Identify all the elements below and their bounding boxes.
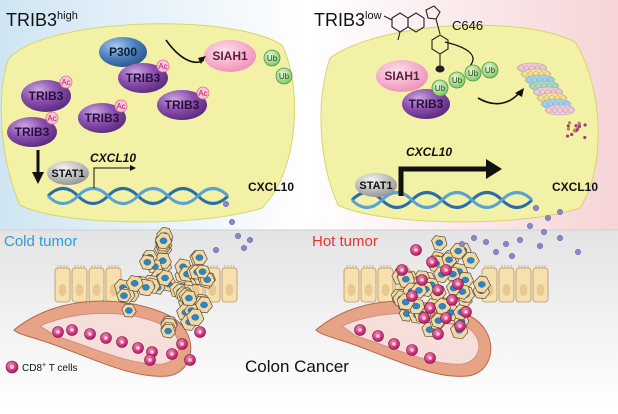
strong-transcription-arrowhead	[486, 159, 502, 179]
weak-transcription-arrowhead	[130, 165, 136, 171]
ubiquitin: Ub	[263, 49, 281, 67]
hot-tumor-label: Hot tumor	[312, 233, 378, 250]
svg-text:Ub: Ub	[468, 69, 479, 78]
svg-text:Ac: Ac	[61, 78, 70, 87]
svg-text:Ac: Ac	[158, 62, 167, 71]
ubiquitin: Ub	[431, 79, 449, 97]
dna-helix	[46, 187, 230, 205]
svg-text:STAT1: STAT1	[51, 168, 84, 180]
siah1-protein: SIAH1	[376, 60, 428, 92]
svg-text:TRIB3: TRIB3	[85, 111, 120, 125]
svg-text:Ub: Ub	[485, 66, 496, 75]
acetyl-tag: Ac	[196, 86, 210, 100]
svg-text:Ub: Ub	[452, 76, 463, 85]
trib3-protein: TRIB3	[21, 80, 71, 112]
dna-helix	[350, 191, 534, 209]
ubiquitin: Ub	[481, 61, 499, 79]
cd8-t-cells	[52, 244, 472, 366]
svg-text:P300: P300	[109, 45, 137, 59]
protein-fragments-icon	[565, 121, 587, 140]
p300-protein: P300	[99, 37, 147, 67]
legend-label: CD8+ T cells	[22, 362, 77, 374]
tumor-mass-cold	[114, 227, 216, 339]
left-title: TRIB3high	[6, 10, 78, 30]
svg-text:SIAH1: SIAH1	[384, 69, 420, 83]
acetyl-tag: Ac	[45, 111, 59, 125]
svg-text:TRIB3: TRIB3	[165, 98, 200, 112]
trib3-protein: TRIB3	[402, 89, 450, 119]
weak-transcription-arrow	[93, 167, 132, 188]
cxcl10-gene-label: CXCL10	[406, 145, 452, 159]
stat1-protein: STAT1	[47, 161, 89, 185]
trib3-protein: TRIB3	[157, 90, 207, 120]
epithelium-left	[54, 265, 238, 303]
svg-text:Ub: Ub	[279, 72, 290, 81]
svg-text:STAT1: STAT1	[359, 180, 392, 192]
ubiquitin: Ub	[464, 64, 482, 82]
proteasome-icon	[516, 62, 576, 116]
svg-text:Ub: Ub	[267, 54, 278, 63]
ubiquitin: Ub	[275, 67, 293, 85]
drug-label: C646	[452, 18, 483, 33]
cxcl10-protein-label: CXCL10	[248, 180, 294, 194]
svg-text:SIAH1: SIAH1	[212, 49, 248, 63]
svg-text:Ub: Ub	[435, 84, 446, 93]
svg-text:TRIB3: TRIB3	[29, 89, 64, 103]
stat1-protein: STAT1	[355, 173, 397, 197]
acetyl-tag: Ac	[156, 59, 170, 73]
right-title: TRIB3low	[314, 10, 382, 30]
svg-text:TRIB3: TRIB3	[15, 125, 50, 139]
trib3-protein: TRIB3	[78, 103, 126, 133]
siah1-protein: SIAH1	[204, 40, 256, 72]
trib3-protein: TRIB3	[118, 63, 168, 93]
cxcl10-chemokines	[212, 200, 582, 259]
cxcl10-protein-label: CXCL10	[552, 180, 598, 194]
cold-tumor-label: Cold tumor	[4, 233, 77, 250]
acetyl-tag: Ac	[114, 99, 128, 113]
cxcl10-gene-label: CXCL10	[90, 151, 136, 165]
svg-text:TRIB3: TRIB3	[409, 97, 444, 111]
svg-text:TRIB3: TRIB3	[126, 71, 161, 85]
c646-inhibitor-icon	[383, 5, 449, 73]
drug-arrow	[444, 41, 474, 67]
legend-cd8-t-cells: CD8+ T cells	[5, 360, 77, 374]
ubiquitin: Ub	[448, 71, 466, 89]
svg-text:Ac: Ac	[47, 114, 56, 123]
acetyl-tag: Ac	[59, 75, 73, 89]
trib3-protein: TRIB3	[7, 117, 57, 147]
svg-text:Ac: Ac	[116, 102, 125, 111]
svg-text:Ac: Ac	[198, 89, 207, 98]
strong-transcription-arrow	[398, 166, 488, 196]
acetylation-arrowhead	[198, 56, 206, 64]
footer-title: Colon Cancer	[245, 357, 349, 376]
inhibition-arrowhead	[32, 172, 44, 184]
degradation-arrowhead	[515, 88, 524, 97]
degradation-arrow	[477, 91, 521, 105]
